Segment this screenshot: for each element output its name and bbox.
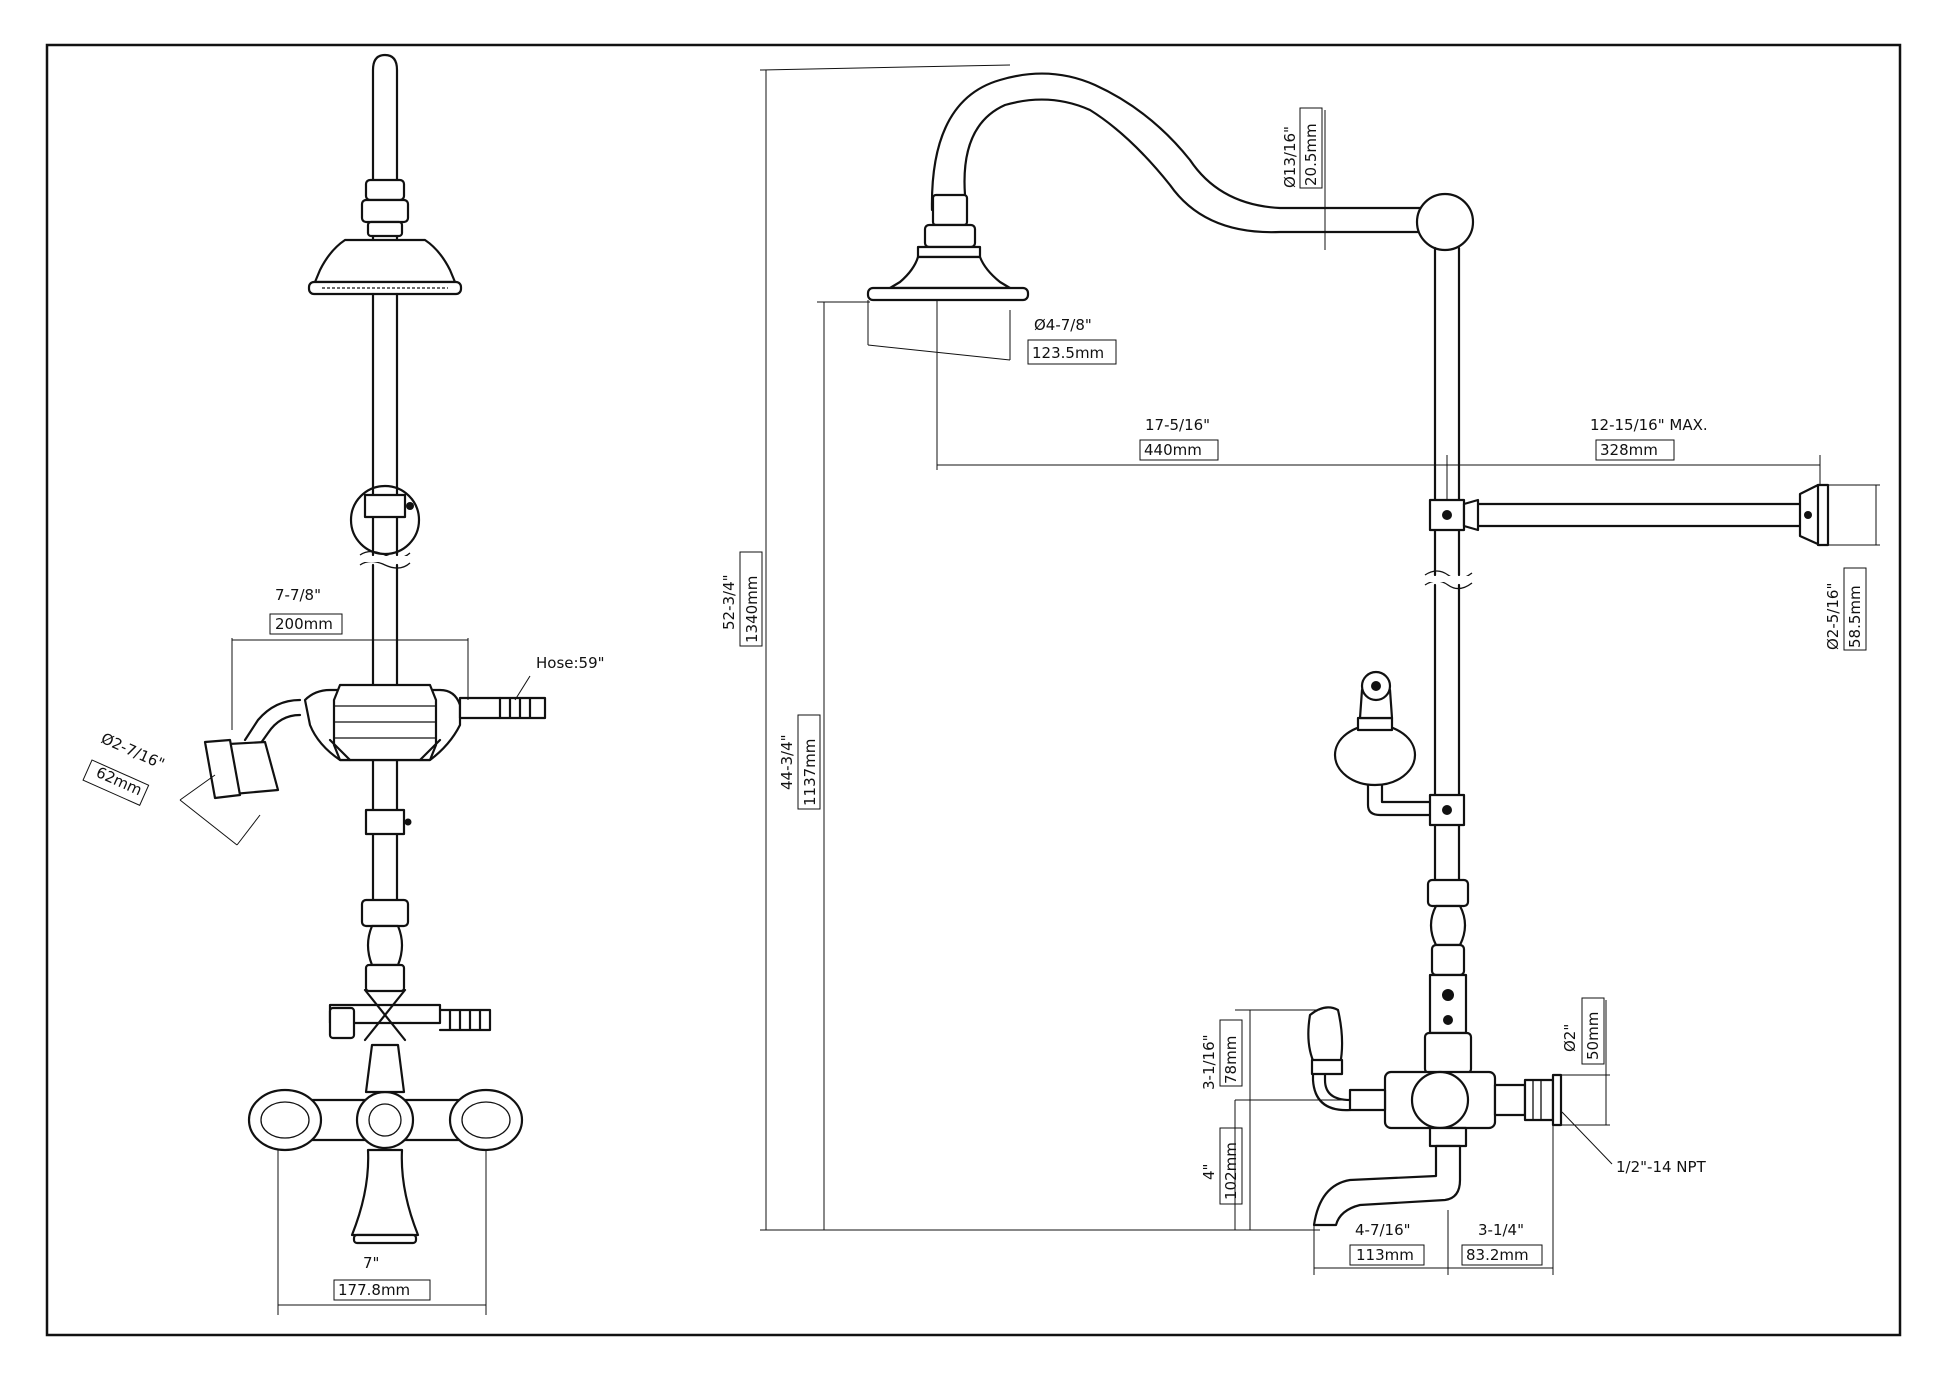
dim-overall-height: 52-3/4" [720,574,738,630]
side-view [866,72,1830,1227]
dim-flange-diameter: Ø2-5/16" [1824,583,1842,650]
dim-handle-height: 3-1/16" [1200,1034,1218,1090]
thread-label: 1/2"-14 NPT [1616,1158,1707,1176]
dim-cradle-width: 7-7/8" [275,586,321,604]
dim-spout-height-mm: 102mm [1222,1142,1240,1200]
front-view [203,53,547,1245]
dim-head-height: 44-3/4" [778,734,796,790]
dim-handle-span: 7" [363,1254,379,1272]
dim-arm-diameter-mm: 20.5mm [1302,123,1320,186]
dim-handle-span-mm: 177.8mm [338,1281,410,1299]
dim-support-length-mm: 328mm [1600,441,1658,459]
dim-inlet-diameter-mm: 50mm [1584,1012,1602,1060]
dim-inlet-offset: 3-1/4" [1478,1221,1524,1239]
dim-arm-diameter: Ø13/16" [1281,126,1299,188]
dim-head-diameter-mm: 123.5mm [1032,344,1104,362]
drawing-frame [45,43,1902,1337]
dim-overall-height-mm: 1340mm [743,576,761,643]
hose-length-label: Hose:59" [536,654,605,672]
dim-support-length: 12-15/16" MAX. [1590,416,1708,434]
dim-arm-reach: 17-5/16" [1145,416,1210,434]
dim-arm-reach-mm: 440mm [1144,441,1202,459]
dim-spout-reach-mm: 113mm [1356,1246,1414,1264]
dim-cradle-width-mm: 200mm [275,615,333,633]
dim-head-diameter: Ø4-7/8" [1034,316,1092,334]
dim-spout-height: 4" [1200,1164,1218,1180]
dim-handshower-diameter-mm: 62mm [93,763,144,799]
dim-spout-reach: 4-7/16" [1355,1221,1411,1239]
side-view-dims: 52-3/4" 1340mm 44-3/4" 1137mm Ø13/16" 20… [720,64,1880,1275]
dim-inlet-offset-mm: 83.2mm [1466,1246,1529,1264]
dim-handle-height-mm: 78mm [1222,1036,1240,1084]
dim-head-height-mm: 1137mm [801,739,819,806]
dim-inlet-diameter: Ø2" [1561,1024,1579,1052]
dim-flange-diameter-mm: 58.5mm [1846,585,1864,648]
